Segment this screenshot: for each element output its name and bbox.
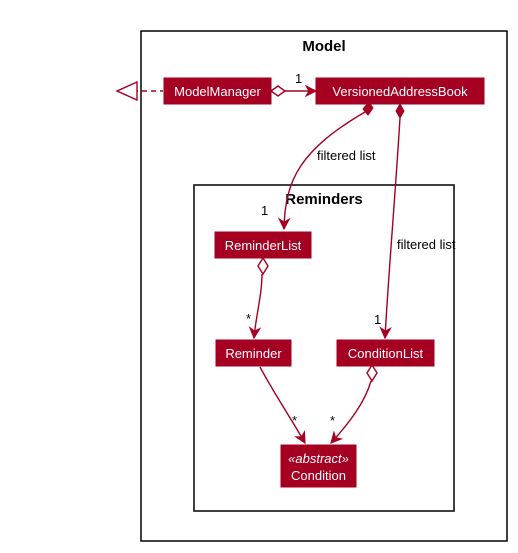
reminder-to-condition-edge (259, 366, 306, 445)
vab-to-reminder-list-edge (277, 111, 366, 231)
condition-list-to-condition-edge (330, 380, 372, 444)
interface-realization-arrowhead (115, 80, 138, 102)
condition-box (280, 444, 357, 488)
condition-multiplicity-from-list: * (330, 413, 335, 428)
vab-composition-diamond-right (395, 102, 405, 120)
model-manager-label: ModelManager (174, 84, 261, 99)
vab-composition-diamond-left (362, 101, 374, 116)
reminders-package-title: Reminders (285, 191, 363, 208)
reminder-label: Reminder (225, 346, 282, 361)
model-package-title: Model (302, 38, 345, 55)
manager-aggregation-diamond (269, 85, 287, 97)
condition-stereotype-label: «abstract» (288, 451, 349, 466)
model-manager-box (163, 77, 272, 105)
condition-list-aggregation-diamond (366, 363, 378, 383)
vab-to-condition-list-edge (379, 117, 401, 340)
versioned-address-book-box (315, 77, 485, 105)
vab-to-condition-list-label: filtered list (397, 237, 456, 252)
reminders-package (193, 184, 455, 512)
vab-multiplicity: 1 (295, 71, 302, 86)
reminder-box (215, 339, 292, 367)
vab-to-reminder-list-label: filtered list (317, 148, 376, 163)
condition-list-box (336, 339, 435, 367)
reminder-list-multiplicity: 1 (261, 203, 268, 218)
reminder-list-to-reminder-edge (248, 273, 263, 340)
condition-label: Condition (291, 468, 346, 483)
reminder-multiplicity: * (246, 311, 251, 326)
reminder-list-aggregation-diamond (257, 256, 269, 276)
condition-multiplicity-from-reminder: * (292, 413, 297, 428)
condition-list-label: ConditionList (348, 346, 424, 361)
model-package (140, 30, 508, 542)
reminder-list-label: ReminderList (225, 238, 302, 253)
condition-list-multiplicity: 1 (374, 312, 381, 327)
versioned-address-book-label: VersionedAddressBook (332, 84, 468, 99)
reminder-list-box (214, 231, 312, 259)
